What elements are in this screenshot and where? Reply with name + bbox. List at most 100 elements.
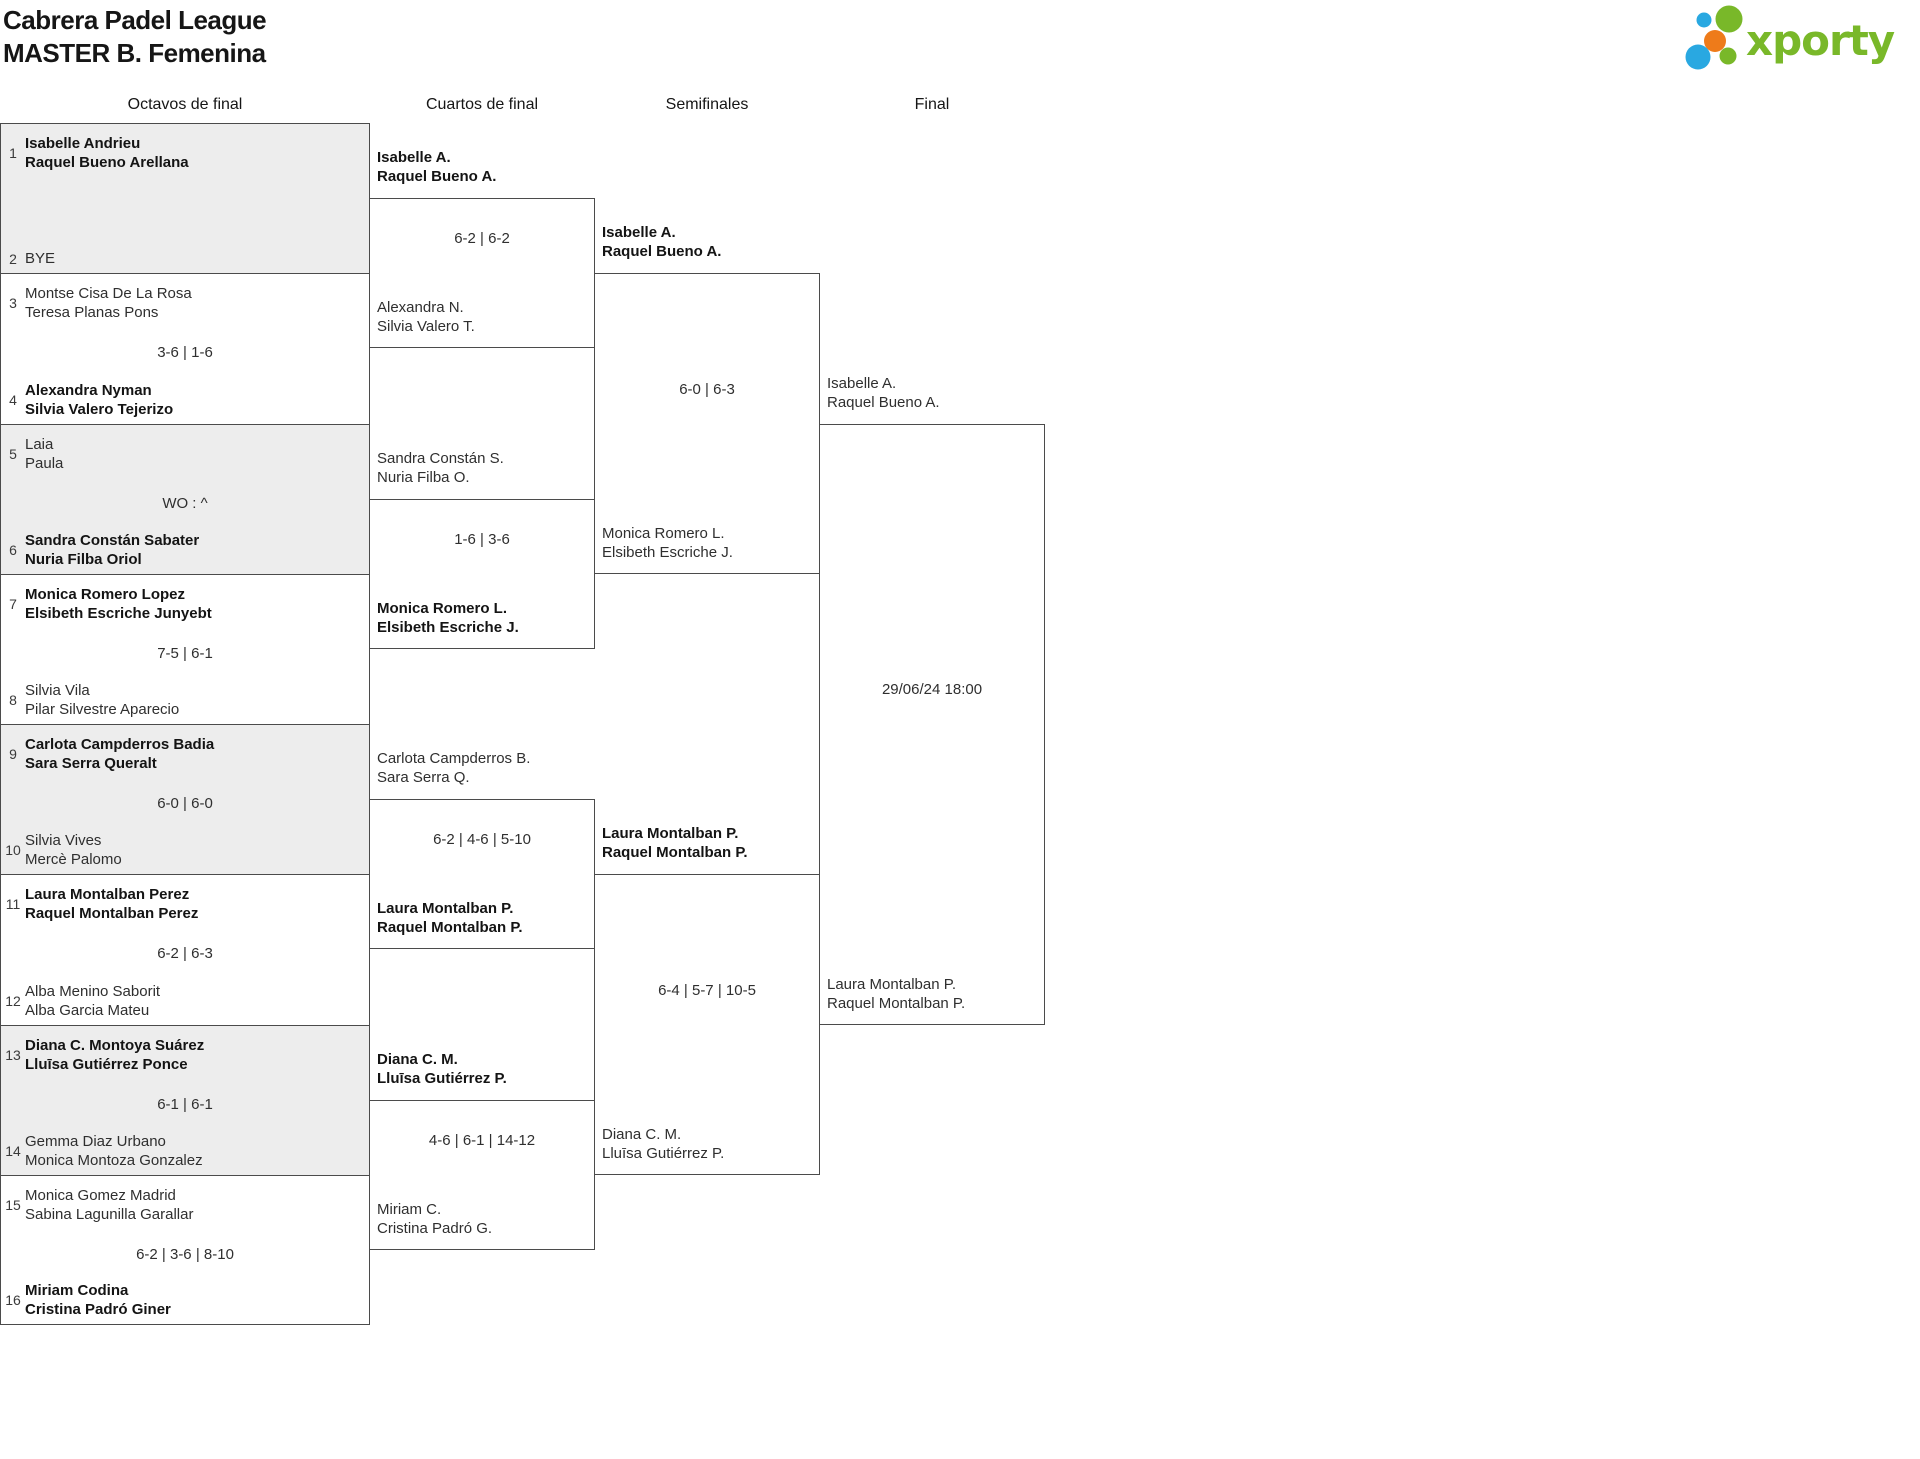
team-label: Alexandra N.Silvia Valero T.: [377, 298, 475, 336]
team-name-line: Elsibeth Escriche Junyebt: [25, 604, 212, 622]
team-name-line: Raquel Montalban P.: [602, 844, 748, 862]
team-name: BYE: [25, 249, 361, 268]
team-label: Carlota Campderros B.Sara Serra Q.: [377, 749, 530, 787]
team-name-line: Sandra Constán Sabater: [25, 531, 200, 549]
team-name-line: Silvia Vives: [25, 832, 102, 850]
team-name-line: Monica Romero L.: [377, 599, 508, 617]
team-name-line: Laura Montalban P.: [377, 900, 514, 918]
logo-dot-big-blue: [1685, 44, 1711, 70]
match-box: [819, 423, 1045, 1025]
team-name-line: Pilar Silvestre Aparecio: [25, 701, 180, 718]
team-name-line: Monica Gomez Madrid: [25, 1186, 176, 1204]
team-name-line: Miriam C.: [377, 1200, 442, 1218]
team-label: Isabelle A.Raquel Bueno A.: [827, 374, 940, 412]
team-name-line: Monica Romero L.: [602, 524, 725, 542]
team-name-line: Sara Serra Queralt: [25, 755, 157, 772]
match-box: [369, 1099, 595, 1250]
team-name-line: Lluīsa Gutiérrez P.: [602, 1144, 725, 1162]
match-score: 6-2 | 6-3: [157, 945, 213, 963]
team-label: Laura Montalban P.Raquel Montalban P.: [827, 975, 965, 1013]
match-score: 1-6 | 3-6: [454, 530, 510, 548]
team-name-line: Isabelle Andrieu: [25, 135, 141, 152]
seed-number: 2: [9, 250, 17, 267]
match-score: 6-0 | 6-0: [157, 795, 213, 812]
seed-number: 10: [5, 842, 21, 859]
logo-wordmark: xporty: [1746, 16, 1895, 65]
team-name-line: Raquel Montalban Perez: [25, 905, 199, 923]
team-name-line: Monica Montoza Gonzalez: [25, 1151, 203, 1169]
seed-number: 14: [5, 1142, 21, 1159]
logo-dot-big-green: [1715, 5, 1743, 33]
team-label: Miriam C.Cristina Padró G.: [377, 1200, 492, 1238]
seed-number: 15: [5, 1196, 21, 1213]
seed-number: 1: [9, 145, 17, 161]
team-label: Diana C. M.Lluīsa Gutiérrez P.: [602, 1125, 724, 1163]
team-name-line: Lluīsa Gutiérrez Ponce: [25, 1055, 188, 1073]
team-name-line: Sabina Lagunilla Garallar: [25, 1205, 194, 1223]
round-header-cuartos: Cuartos de final: [425, 96, 539, 113]
team-name-line: Laia: [25, 435, 54, 453]
xporty-logo[interactable]: xporty: [1682, 2, 1920, 70]
team-name-line: Monica Romero Lopez: [25, 585, 186, 603]
match-score: 6-2 | 6-2: [454, 230, 510, 248]
team-name-line: Elsibeth Escriche J.: [602, 543, 733, 561]
logo-dot-orange: [1704, 30, 1726, 52]
team-name-line: Laura Montalban P.: [602, 825, 739, 843]
team-name-line: Isabelle A.: [377, 149, 451, 167]
team-name-line: Alexandra Nyman: [25, 381, 152, 399]
seed-number: 3: [9, 295, 17, 312]
page-title: Cabrera Padel League MASTER B. Femenina: [3, 4, 267, 70]
team-name-line: Alba Garcia Mateu: [25, 1001, 150, 1019]
team-name-line: Silvia Valero T.: [377, 318, 475, 336]
team-name-line: Sara Serra Q.: [377, 769, 470, 787]
logo-dot-small-blue: [1696, 12, 1712, 28]
match-score: 6-1 | 6-1: [157, 1095, 213, 1113]
team-name-line: Silvia Vila: [25, 682, 90, 699]
team-label: Laura Montalban P.Raquel Montalban P.: [602, 824, 748, 862]
match-box: [594, 874, 820, 1175]
team-name-line: Diana C. M.: [602, 1125, 682, 1143]
seed-number: 9: [9, 746, 17, 762]
match-score: 4-6 | 6-1 | 14-12: [428, 1131, 536, 1149]
match-score: 6-4 | 5-7 | 10-5: [658, 981, 756, 999]
team-name-line: Alexandra N.: [377, 299, 464, 317]
team-name-line: Isabelle A.: [602, 224, 676, 242]
team-name-line: Montse Cisa De La Rosa: [25, 285, 192, 303]
team-name-line: Diana C. M.: [377, 1050, 458, 1068]
team-name-line: Miriam Codina: [25, 1282, 129, 1299]
team-name-line: Lluīsa Gutiérrez P.: [377, 1069, 507, 1087]
team-label: Laura Montalban P.Raquel Montalban P.: [377, 899, 523, 937]
team-label: Diana C. M.Lluīsa Gutiérrez P.: [377, 1050, 507, 1088]
team-name-line: Nuria Filba Oriol: [25, 550, 142, 568]
team-name-line: Laura Montalban Perez: [25, 886, 190, 904]
category-name: MASTER B. Femenina: [3, 38, 266, 68]
round-header-octavos: Octavos de final: [127, 96, 243, 113]
team-name-line: Diana C. Montoya Suárez: [25, 1036, 205, 1054]
